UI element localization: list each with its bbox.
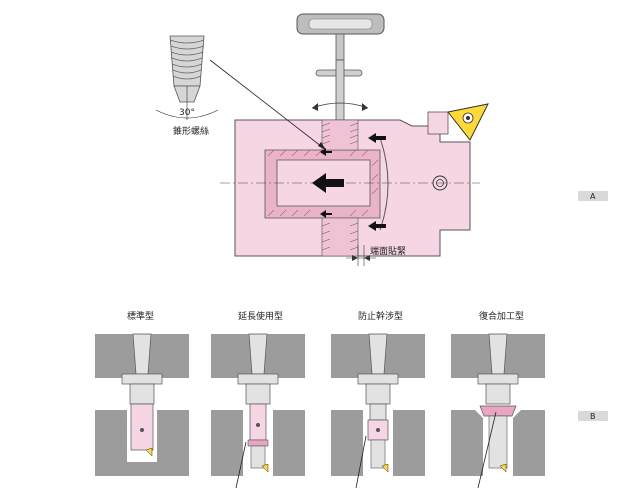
type-label-extended: 延長使用型 xyxy=(238,310,283,322)
type-label-standard: 標準型 xyxy=(127,310,154,322)
type-label-composite: 復合加工型 xyxy=(479,310,524,322)
angle-label: 30° xyxy=(179,108,195,118)
taper-screw xyxy=(155,35,219,120)
pull-arrow-icon xyxy=(312,173,344,193)
panel-composite xyxy=(451,333,545,489)
figure-a: 30° 錐形螺絲 端面貼緊 A xyxy=(155,13,608,266)
section-hatching xyxy=(267,149,379,217)
panel-extended xyxy=(211,333,305,489)
small-arrow-icon xyxy=(368,133,386,143)
face-contact-label: 端面貼緊 xyxy=(370,245,406,257)
small-arrow-icon xyxy=(320,148,332,156)
figure-b: 標準型 延長使用型 防止幹涉型 復合加工型 xyxy=(95,310,608,489)
figure-a-tag: A xyxy=(590,192,596,201)
panel-anti-interference xyxy=(331,333,425,489)
small-arrow-icon xyxy=(368,221,386,231)
cutting-insert xyxy=(427,103,489,141)
small-arrow-icon xyxy=(320,210,332,218)
panel-standard xyxy=(95,333,189,476)
type-label-anti-interference: 防止幹涉型 xyxy=(358,310,403,322)
taper-thread-label: 錐形螺絲 xyxy=(173,125,209,137)
figure-b-tag: B xyxy=(590,412,596,421)
